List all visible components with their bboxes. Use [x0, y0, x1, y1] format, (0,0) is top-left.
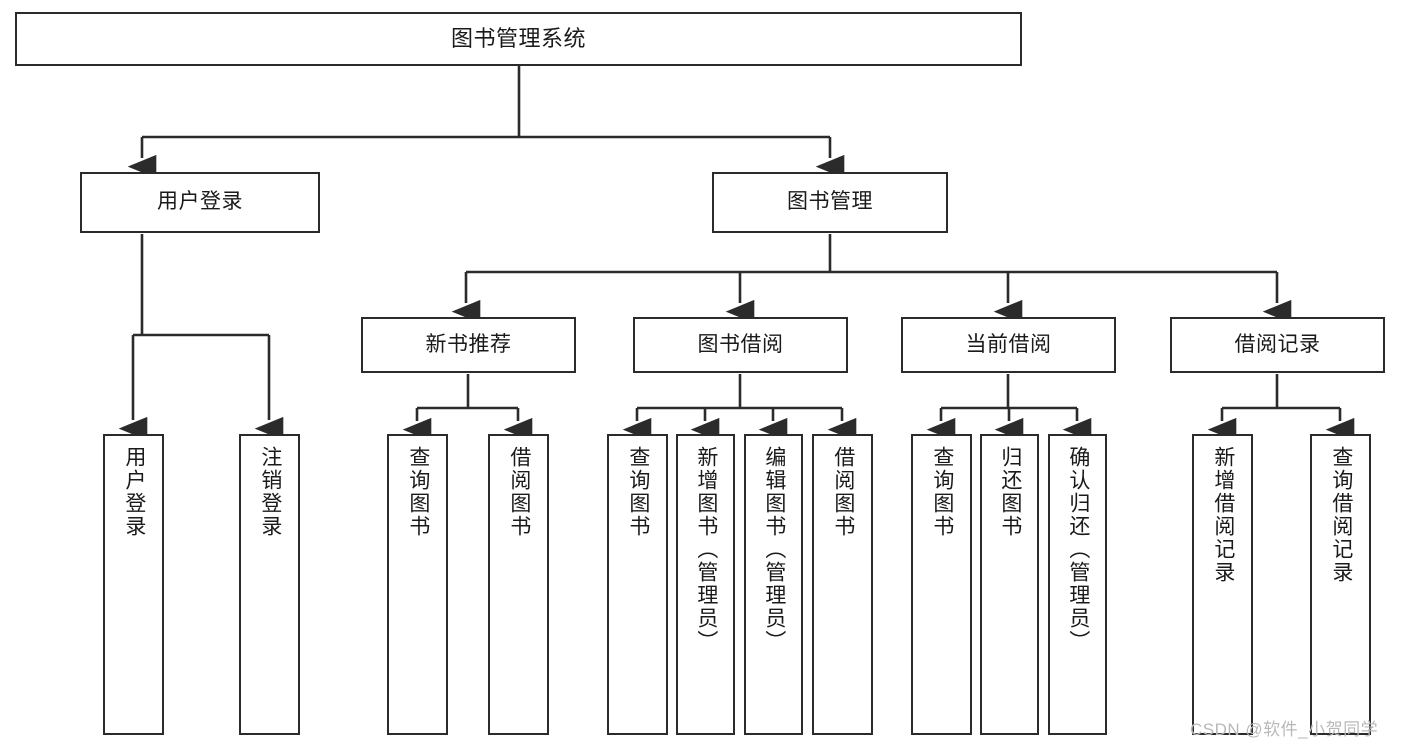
leaf-edit-book[interactable]: 编辑图书（管理员） [744, 434, 803, 735]
node-user-login-label: 用户登录 [157, 190, 243, 214]
leaf-query-book-2[interactable]: 查询图书 [607, 434, 668, 735]
node-current-borrow-label: 当前借阅 [965, 332, 1052, 356]
leaf-confirm-return[interactable]: 确认归还（管理员） [1048, 434, 1107, 735]
leaf-return-book-label: 归还图书 [998, 446, 1022, 538]
leaf-query-book-3-label: 查询图书 [930, 446, 954, 538]
leaf-query-book-3[interactable]: 查询图书 [911, 434, 972, 735]
leaf-add-record[interactable]: 新增借阅记录 [1192, 434, 1253, 735]
leaf-query-book-2-label: 查询图书 [626, 446, 650, 538]
node-borrow-record-label: 借阅记录 [1234, 332, 1321, 356]
leaf-borrow-book-2[interactable]: 借阅图书 [812, 434, 873, 735]
node-book-manage-label: 图书管理 [787, 190, 873, 214]
leaf-add-record-label: 新增借阅记录 [1211, 446, 1235, 584]
leaf-return-book[interactable]: 归还图书 [980, 434, 1039, 735]
node-book-manage[interactable]: 图书管理 [712, 172, 948, 233]
leaf-borrow-book-2-label: 借阅图书 [831, 446, 855, 538]
leaf-add-book[interactable]: 新增图书（管理员） [676, 434, 735, 735]
leaf-user-login[interactable]: 用户登录 [103, 434, 164, 735]
leaf-query-book-1-label: 查询图书 [406, 446, 430, 538]
node-new-book-rec[interactable]: 新书推荐 [361, 317, 576, 373]
node-root-label: 图书管理系统 [450, 26, 586, 52]
node-user-login[interactable]: 用户登录 [80, 172, 320, 233]
leaf-add-book-label: 新增图书（管理员） [694, 446, 718, 653]
leaf-query-record[interactable]: 查询借阅记录 [1310, 434, 1371, 735]
node-root[interactable]: 图书管理系统 [15, 12, 1022, 66]
node-current-borrow[interactable]: 当前借阅 [901, 317, 1116, 373]
leaf-borrow-book-1[interactable]: 借阅图书 [488, 434, 549, 735]
leaf-user-login-label: 用户登录 [122, 446, 146, 538]
leaf-query-record-label: 查询借阅记录 [1329, 446, 1353, 584]
node-new-book-rec-label: 新书推荐 [425, 332, 512, 356]
node-borrow-record[interactable]: 借阅记录 [1170, 317, 1385, 373]
node-book-borrow[interactable]: 图书借阅 [633, 317, 848, 373]
leaf-edit-book-label: 编辑图书（管理员） [762, 446, 786, 653]
leaf-query-book-1[interactable]: 查询图书 [387, 434, 448, 735]
csdn-watermark: CSDN @软件_小贺同学 [1190, 720, 1379, 739]
node-book-borrow-label: 图书借阅 [697, 332, 784, 356]
leaf-borrow-book-1-label: 借阅图书 [507, 446, 531, 538]
leaf-user-logout-label: 注销登录 [258, 446, 282, 538]
leaf-confirm-return-label: 确认归还（管理员） [1066, 446, 1090, 653]
leaf-user-logout[interactable]: 注销登录 [239, 434, 300, 735]
